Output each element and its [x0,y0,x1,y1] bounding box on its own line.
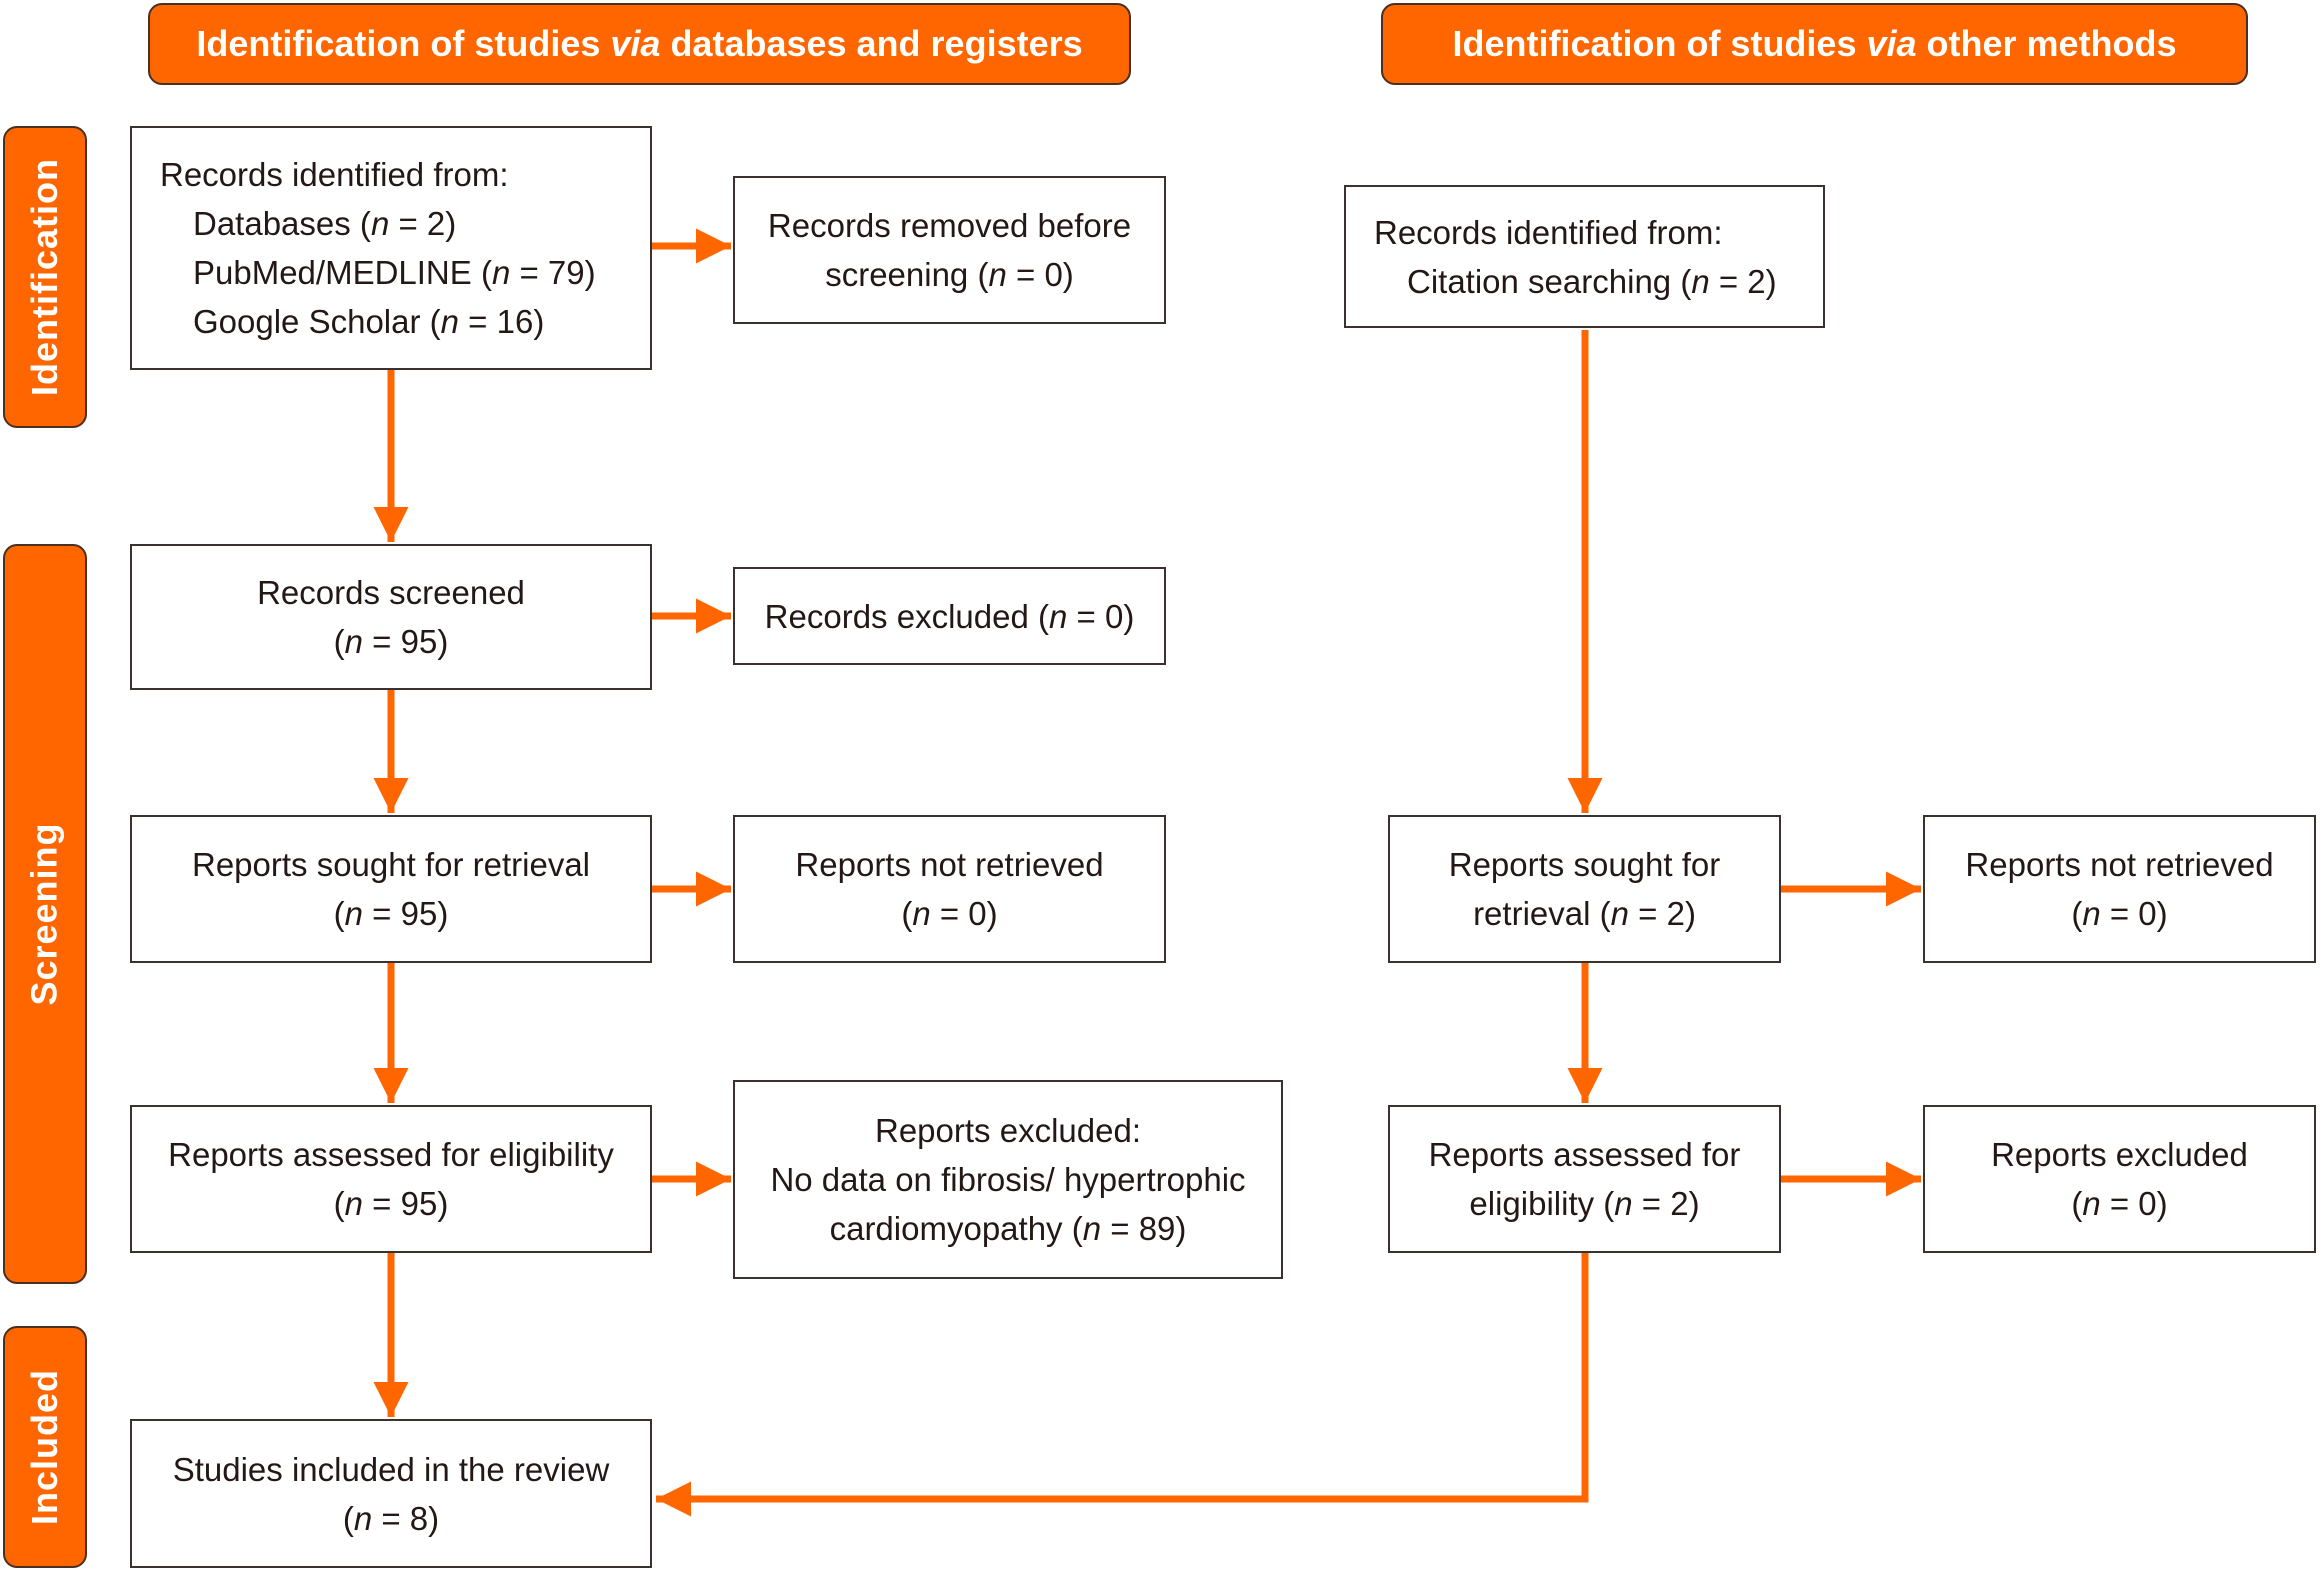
header-databases-text: Identification of studies via databases … [196,23,1083,64]
source-google-scholar: Google Scholar (n = 16) [193,303,545,340]
records-screened-box: Records screened (n = 95) [130,544,652,690]
reports-excluded-reasons-box: Reports excluded: No data on fibrosis/ h… [733,1080,1283,1279]
header-other-methods: Identification of studies via other meth… [1381,3,2248,85]
phase-screening: Screening [3,544,87,1284]
records-identified-box: Records identified from: Databases (n = … [130,126,652,370]
records-removed-box: Records removed before screening (n = 0) [733,176,1166,324]
other-reports-sought-box: Reports sought for retrieval (n = 2) [1388,815,1781,963]
source-databases: Databases (n = 2) [193,205,457,242]
source-pubmed: PubMed/MEDLINE (n = 79) [193,254,596,291]
arrow-other-assessed-to-included [656,1253,1589,1517]
header-databases-registers: Identification of studies via databases … [148,3,1131,85]
header-other-text: Identification of studies via other meth… [1452,23,2177,64]
other-reports-excluded-box: Reports excluded (n = 0) [1923,1105,2316,1253]
records-identified-title: Records identified from: [160,156,509,193]
studies-included-box: Studies included in the review (n = 8) [130,1419,652,1568]
records-excluded-box: Records excluded (n = 0) [733,567,1166,665]
phase-included: Included [3,1326,87,1568]
other-reports-not-retrieved-box: Reports not retrieved (n = 0) [1923,815,2316,963]
other-reports-assessed-box: Reports assessed for eligibility (n = 2) [1388,1105,1781,1253]
phase-identification: Identification [3,126,87,428]
reports-not-retrieved-box: Reports not retrieved (n = 0) [733,815,1166,963]
reports-sought-box: Reports sought for retrieval (n = 95) [130,815,652,963]
reports-assessed-box: Reports assessed for eligibility (n = 95… [130,1105,652,1253]
citation-records-identified-box: Records identified from: Citation search… [1344,185,1825,328]
